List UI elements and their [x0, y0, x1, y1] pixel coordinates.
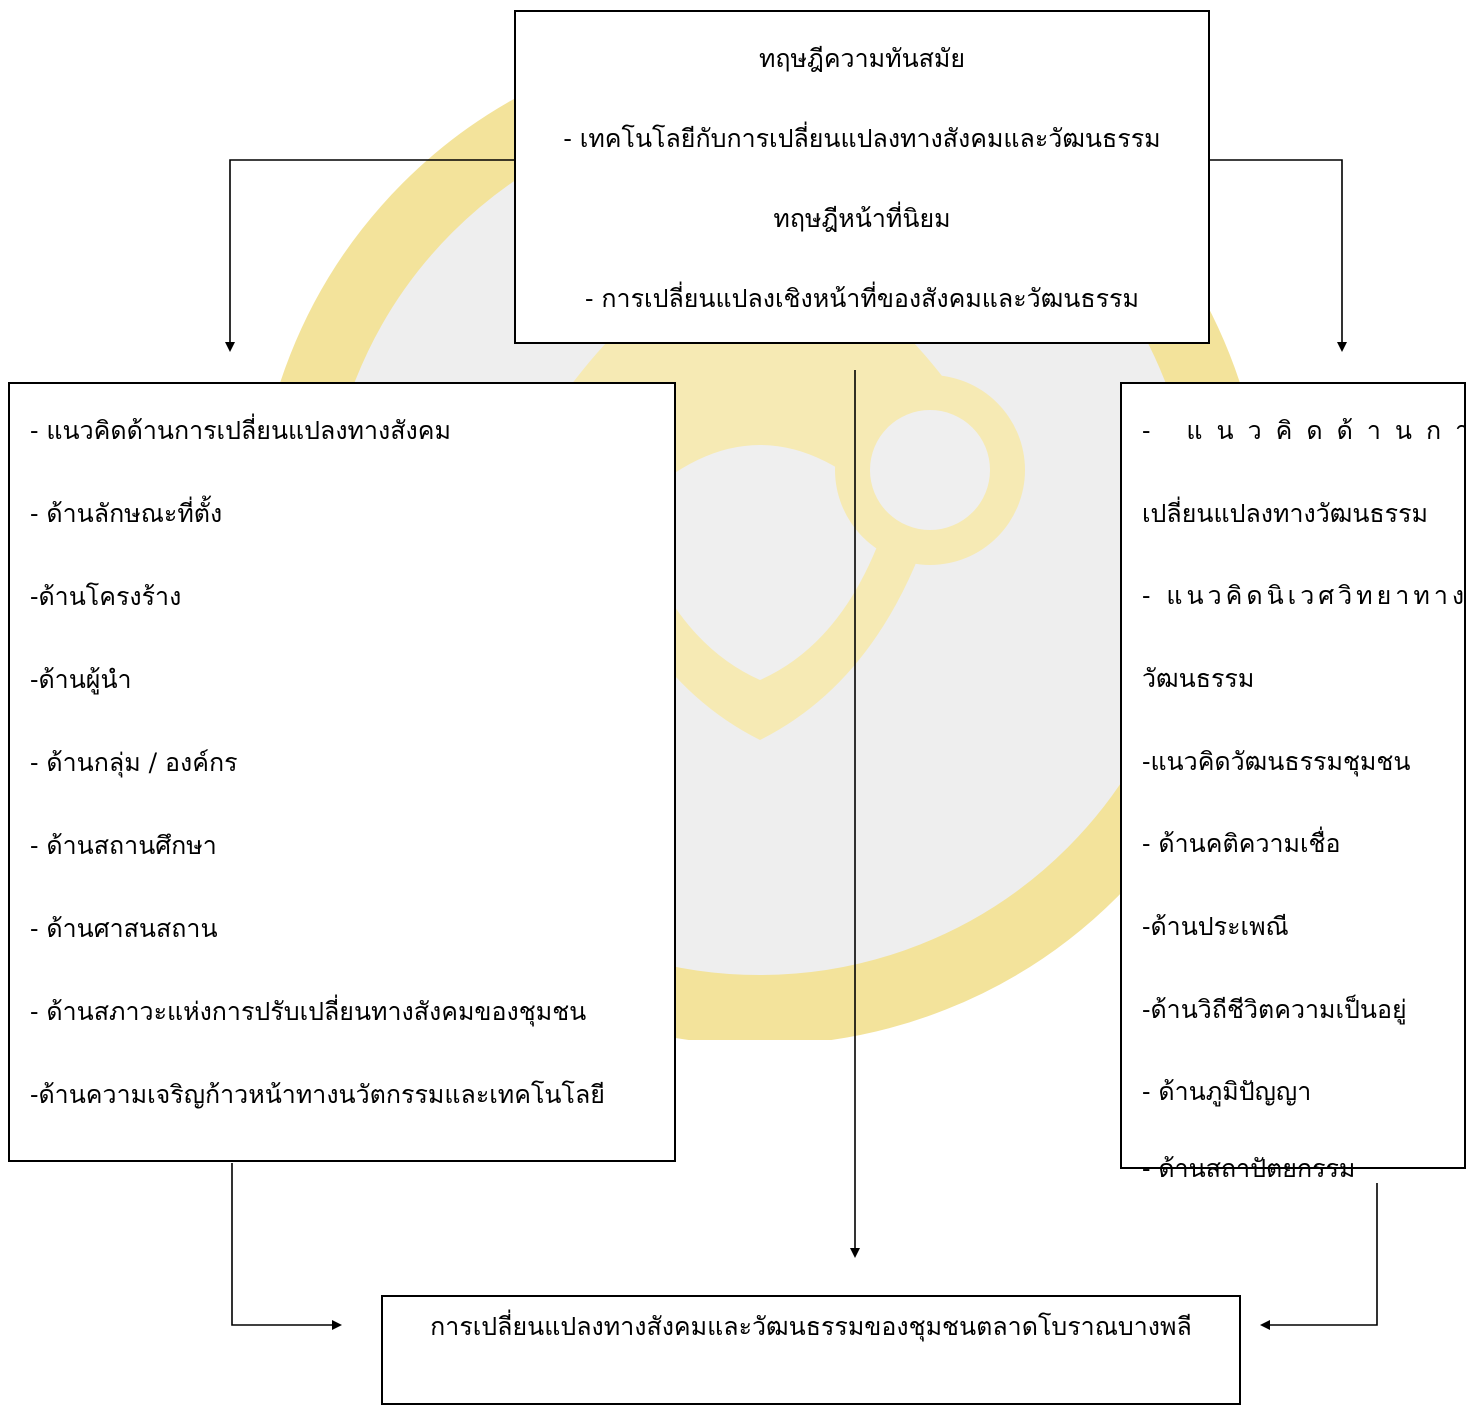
- outcome-text: การเปลี่ยนแปลงทางสังคมและวัฒนธรรมของชุมช…: [430, 1312, 1192, 1341]
- arrow-left-to-bottom: [231, 1163, 342, 1330]
- social-item: - ด้านกลุ่ม / องค์กร: [30, 748, 238, 777]
- social-item: -ด้านโครงร้าง: [30, 582, 182, 611]
- cultural-item: เปลี่ยนแปลงทางวัฒนธรรม: [1142, 499, 1429, 528]
- cultural-item: - ด้านคติความเชื่อ: [1142, 829, 1341, 858]
- cultural-item: - ด้านภูมิปัญญา: [1142, 1077, 1312, 1106]
- social-item: - ด้านสถานศึกษา: [30, 831, 217, 860]
- theory-title-functionalism: ทฤษฎีหน้าที่นิยม: [773, 204, 951, 233]
- social-change-box: - แนวคิดด้านการเปลี่ยนแปลงทางสังคม - ด้า…: [8, 382, 676, 1162]
- social-item: - ด้านลักษณะที่ตั้ง: [30, 499, 223, 528]
- cultural-item: -ด้านวิถีชีวิตความเป็นอยู่: [1142, 995, 1407, 1024]
- social-item: - ด้านสภาวะแห่งการปรับเปลี่ยนทางสังคมของ…: [30, 997, 587, 1026]
- social-item: - ด้านศาสนสถาน: [30, 914, 218, 943]
- outcome-box: การเปลี่ยนแปลงทางสังคมและวัฒนธรรมของชุมช…: [381, 1295, 1241, 1405]
- cultural-item: -ด้านประเพณี: [1142, 912, 1289, 941]
- arrow-right-to-bottom: [1260, 1183, 1378, 1330]
- theory-box: ทฤษฎีความทันสมัย - เทคโนโลยีกับการเปลี่ย…: [514, 10, 1210, 344]
- social-item: -ด้านผู้นำ: [30, 665, 132, 694]
- cultural-item: - ด้านสถาปัตยกรรม: [1142, 1154, 1356, 1183]
- theory-item-technology: - เทคโนโลยีกับการเปลี่ยนแปลงทางสังคมและว…: [563, 124, 1161, 153]
- theory-title-modernization: ทฤษฎีความทันสมัย: [758, 44, 966, 73]
- cultural-item: - แนวคิดด้านการ: [1142, 416, 1466, 445]
- cultural-item: วัฒนธรรม: [1142, 664, 1255, 693]
- theory-item-functional-change: - การเปลี่ยนแปลงเชิงหน้าที่ของสังคมและวั…: [585, 284, 1139, 313]
- social-item: - แนวคิดด้านการเปลี่ยนแปลงทางสังคม: [30, 416, 451, 445]
- cultural-item: - แนวคิดนิเวศวิทยาทาง: [1142, 581, 1466, 610]
- arrow-top-to-left: [225, 159, 515, 352]
- cultural-item: -แนวคิดวัฒนธรรมชุมชน: [1142, 747, 1411, 776]
- social-item: -ด้านความเจริญก้าวหน้าทางนวัตกรรมและเทคโ…: [30, 1080, 605, 1109]
- arrow-top-to-right: [1208, 159, 1347, 352]
- cultural-change-box: - แนวคิดด้านการ เปลี่ยนแปลงทางวัฒนธรรม -…: [1120, 382, 1466, 1183]
